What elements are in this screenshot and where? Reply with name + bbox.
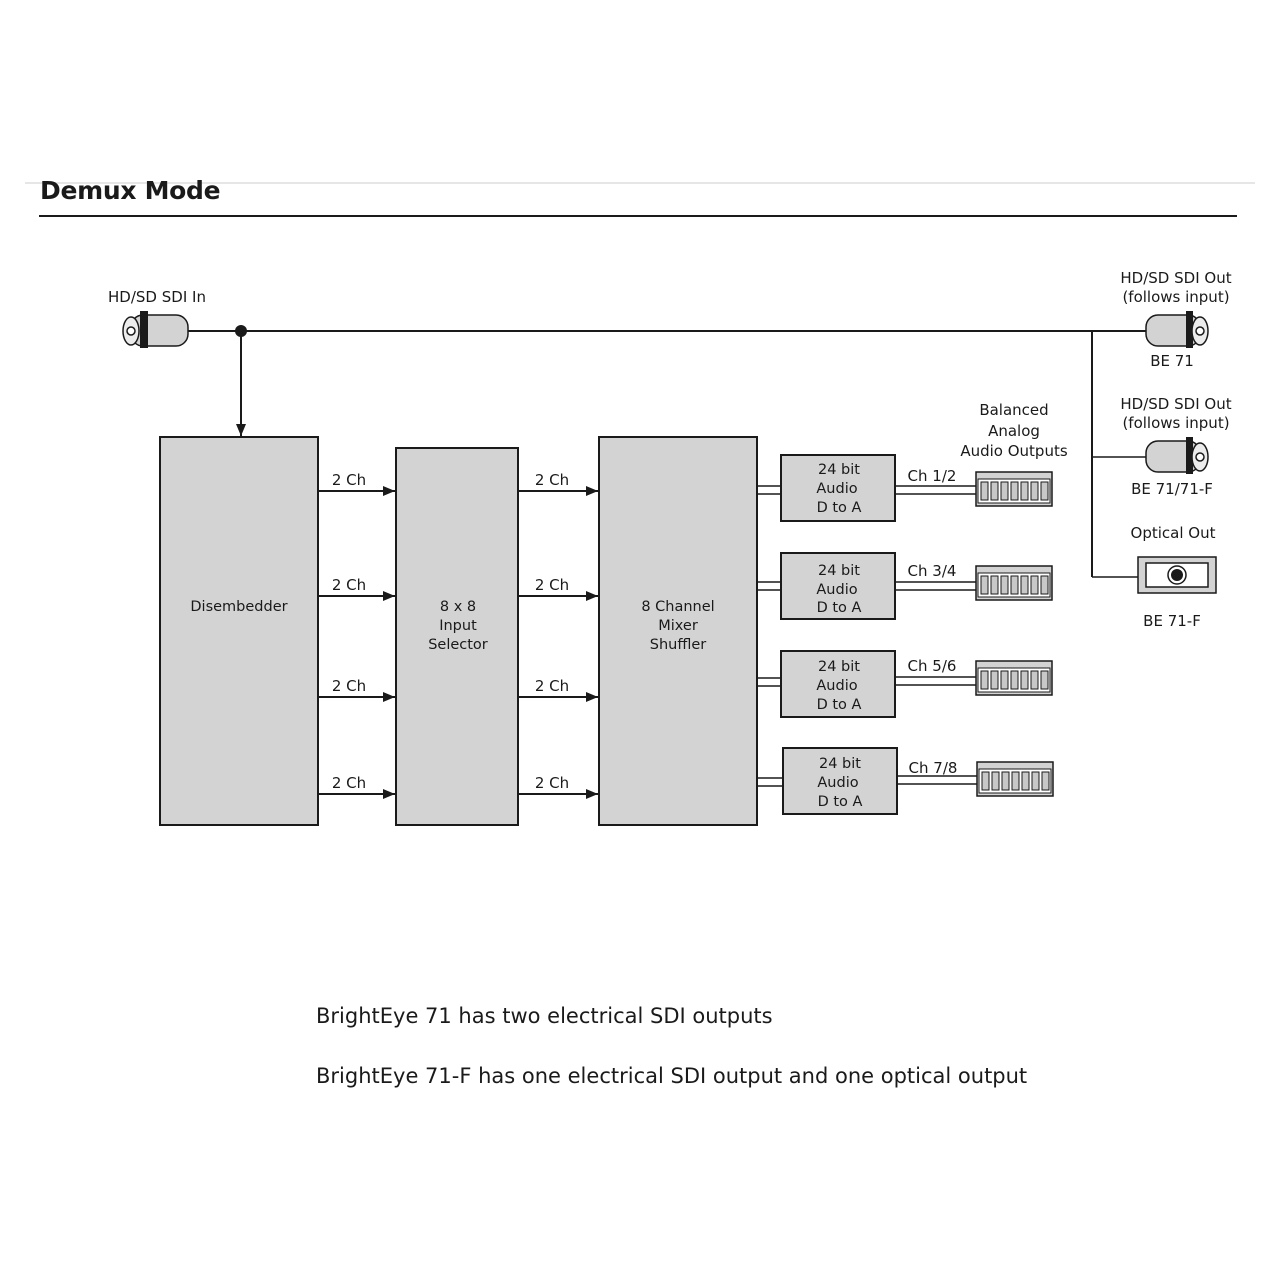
dac-label-line-2: Audio bbox=[816, 481, 857, 497]
sdi-out-2-label-line-1: HD/SD SDI Out bbox=[1120, 395, 1231, 413]
terminal-pin bbox=[980, 670, 989, 690]
dac-channel-label: Ch 3/4 bbox=[908, 562, 957, 580]
note-be71: BrightEye 71 has two electrical SDI outp… bbox=[316, 1004, 773, 1028]
analog-outputs-label-line-3: Audio Outputs bbox=[960, 442, 1068, 460]
dac-label-line-1: 24 bit bbox=[818, 563, 860, 579]
dac-label-line-2: Audio bbox=[816, 678, 857, 694]
mixer-shuffler-block bbox=[598, 436, 758, 826]
terminal-pin bbox=[1010, 670, 1019, 690]
dac-block bbox=[780, 454, 896, 522]
link-label: 2 Ch bbox=[535, 774, 569, 792]
dac-label-line-1: 24 bit bbox=[819, 756, 861, 772]
optical-out-model: BE 71-F bbox=[1143, 612, 1201, 630]
mixer-label-line-1: 8 Channel bbox=[641, 599, 714, 615]
dac-label-line-3: D to A bbox=[817, 500, 862, 516]
terminal-pin bbox=[1000, 481, 1009, 501]
bnc-input-connector bbox=[122, 311, 189, 348]
sdi-out-2-label-line-2: (follows input) bbox=[1122, 414, 1229, 432]
terminal-pin bbox=[981, 771, 990, 791]
terminal-pin bbox=[1040, 575, 1049, 595]
terminal-block-connector bbox=[976, 761, 1054, 797]
link-label: 2 Ch bbox=[535, 471, 569, 489]
link-label: 2 Ch bbox=[332, 677, 366, 695]
disembedder-label: Disembedder bbox=[190, 599, 287, 615]
link-label: 2 Ch bbox=[535, 576, 569, 594]
dac-block bbox=[782, 747, 898, 815]
terminal-block-connector bbox=[975, 565, 1053, 601]
optical-connector-icon bbox=[1137, 556, 1217, 594]
analog-outputs-label-line-2: Analog bbox=[988, 422, 1040, 440]
terminal-pin bbox=[1010, 575, 1019, 595]
selector-label-line-2: Input bbox=[439, 618, 477, 634]
link-label: 2 Ch bbox=[332, 774, 366, 792]
dac-label-line-3: D to A bbox=[818, 794, 863, 810]
terminal-pin bbox=[990, 575, 999, 595]
mixer-label-line-2: Mixer bbox=[658, 618, 698, 634]
input-selector-block bbox=[395, 447, 519, 826]
top-divider bbox=[25, 182, 1255, 184]
dac-label-line-2: Audio bbox=[817, 775, 858, 791]
dac-channel-label: Ch 7/8 bbox=[909, 759, 958, 777]
terminal-pin bbox=[1020, 481, 1029, 501]
dac-block bbox=[780, 552, 896, 620]
terminal-pin bbox=[1000, 670, 1009, 690]
link-label: 2 Ch bbox=[535, 677, 569, 695]
terminal-block-connector bbox=[975, 471, 1053, 507]
terminal-pin bbox=[1020, 670, 1029, 690]
dac-channel-label: Ch 1/2 bbox=[908, 467, 957, 485]
terminal-pin bbox=[1040, 481, 1049, 501]
terminal-pin bbox=[1010, 481, 1019, 501]
mixer-label-line-3: Shuffler bbox=[650, 637, 707, 653]
terminal-pin bbox=[1030, 575, 1039, 595]
disembedder-block bbox=[159, 436, 319, 826]
input-label: HD/SD SDI In bbox=[108, 288, 206, 306]
terminal-pin bbox=[1000, 575, 1009, 595]
sdi-out-1-model: BE 71 bbox=[1150, 352, 1194, 370]
title-underline bbox=[39, 215, 1237, 217]
dac-label-line-3: D to A bbox=[817, 697, 862, 713]
dac-label-line-3: D to A bbox=[817, 600, 862, 616]
dac-row-ch78: 24 bit Audio D to A Ch 7/8 bbox=[757, 747, 977, 815]
selector-label-line-1: 8 x 8 bbox=[440, 599, 476, 615]
terminal-pin bbox=[990, 670, 999, 690]
terminal-pin bbox=[1030, 481, 1039, 501]
terminal-pin bbox=[1040, 670, 1049, 690]
terminal-pin bbox=[1020, 575, 1029, 595]
terminal-pin bbox=[1011, 771, 1020, 791]
sdi-out-1-label-line-2: (follows input) bbox=[1122, 288, 1229, 306]
terminal-pin bbox=[990, 481, 999, 501]
bnc-output-connector bbox=[1145, 437, 1209, 474]
terminal-pin bbox=[1031, 771, 1040, 791]
dac-row-ch34: 24 bit Audio D to A Ch 3/4 bbox=[757, 552, 976, 620]
terminal-block-connector bbox=[975, 660, 1053, 696]
selector-label-line-3: Selector bbox=[428, 637, 488, 653]
terminal-pin bbox=[1030, 670, 1039, 690]
dac-channel-label: Ch 5/6 bbox=[908, 657, 957, 675]
terminal-pin bbox=[1001, 771, 1010, 791]
terminal-pin bbox=[980, 575, 989, 595]
dac-label-line-1: 24 bit bbox=[818, 659, 860, 675]
link-label: 2 Ch bbox=[332, 576, 366, 594]
terminal-pin bbox=[991, 771, 1000, 791]
page-title: Demux Mode bbox=[40, 176, 221, 205]
terminal-pin bbox=[1041, 771, 1050, 791]
sdi-out-1-label-line-1: HD/SD SDI Out bbox=[1120, 269, 1231, 287]
link-label: 2 Ch bbox=[332, 471, 366, 489]
terminal-pin bbox=[1021, 771, 1030, 791]
dac-label-line-2: Audio bbox=[816, 582, 857, 598]
bnc-output-connector bbox=[1145, 311, 1209, 348]
optical-out-label: Optical Out bbox=[1131, 524, 1216, 542]
dac-row-ch56: 24 bit Audio D to A Ch 5/6 bbox=[757, 650, 976, 718]
analog-outputs-label-line-1: Balanced bbox=[979, 401, 1048, 419]
note-be71f: BrightEye 71-F has one electrical SDI ou… bbox=[316, 1064, 1028, 1088]
dac-block bbox=[780, 650, 896, 718]
dac-label-line-1: 24 bit bbox=[818, 462, 860, 478]
terminal-pin bbox=[980, 481, 989, 501]
dac-row-ch12: 24 bit Audio D to A Ch 1/2 bbox=[757, 454, 976, 522]
sdi-out-2-model: BE 71/71-F bbox=[1131, 480, 1213, 498]
